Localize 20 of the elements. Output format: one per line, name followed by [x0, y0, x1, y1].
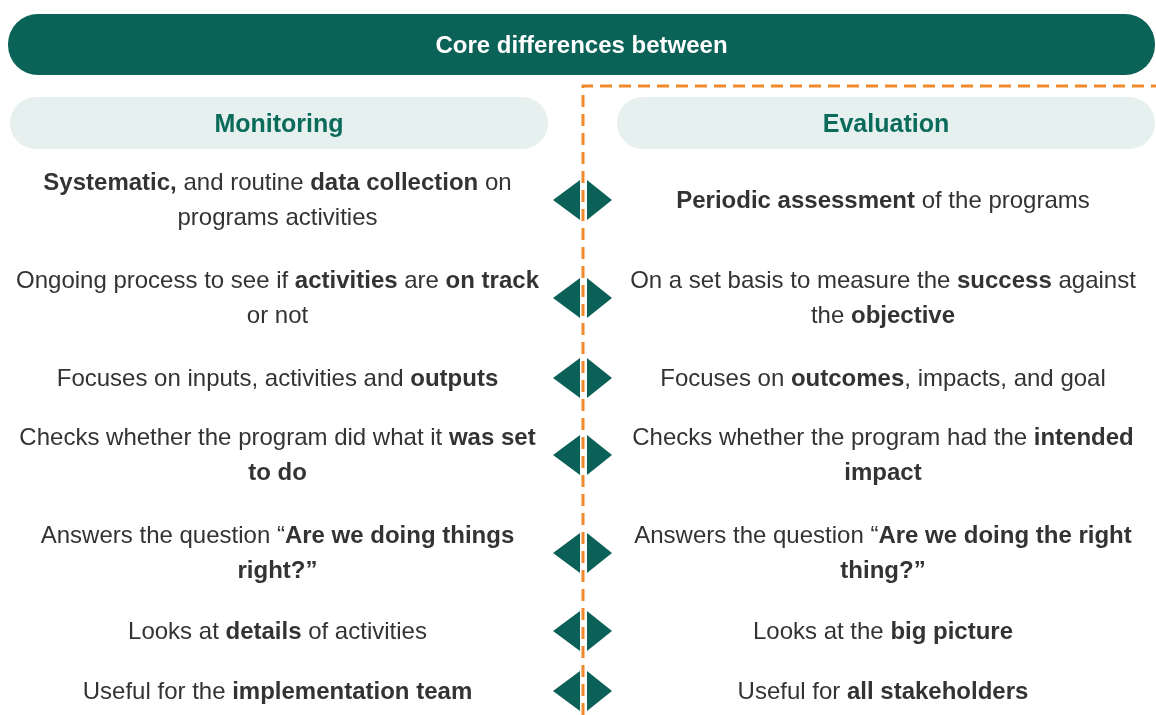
comparison-text: Focuses on inputs, activities and outputs — [56, 362, 499, 393]
comparison-text: Useful for the implementation team — [82, 675, 473, 706]
comparison-text: Checks whether the program had the intended impact — [631, 422, 1135, 487]
comparison-text: Focuses on outcomes, impacts, and goal — [660, 362, 1106, 393]
comparison-text: Systematic, and routine data collection on programs activities — [42, 167, 513, 232]
comparison-text: Checks whether the program did what it was set to do — [18, 422, 537, 487]
comparison-text: Answers the question “Are we doing things right?” — [39, 520, 516, 585]
comparison-text: On a set basis to measure the success against the objective — [629, 265, 1137, 330]
comparison-text: Answers the question “Are we doing the right thing?” — [633, 520, 1133, 585]
comparison-text: Looks at the big picture — [752, 615, 1014, 646]
comparison-text: Ongoing process to see if activities are on track or not — [15, 265, 540, 330]
comparison-text: Useful for all stakeholders — [737, 675, 1029, 706]
comparison-text: Periodic assessment of the programs — [676, 184, 1090, 215]
heading-text: Core differences between — [435, 30, 728, 59]
comparison-text: Looks at details of activities — [128, 615, 427, 646]
heading-text: Monitoring — [214, 108, 344, 138]
column-header — [10, 97, 548, 149]
heading-text: Evaluation — [822, 108, 950, 138]
column-header — [617, 97, 1155, 149]
title-band — [8, 14, 1155, 75]
